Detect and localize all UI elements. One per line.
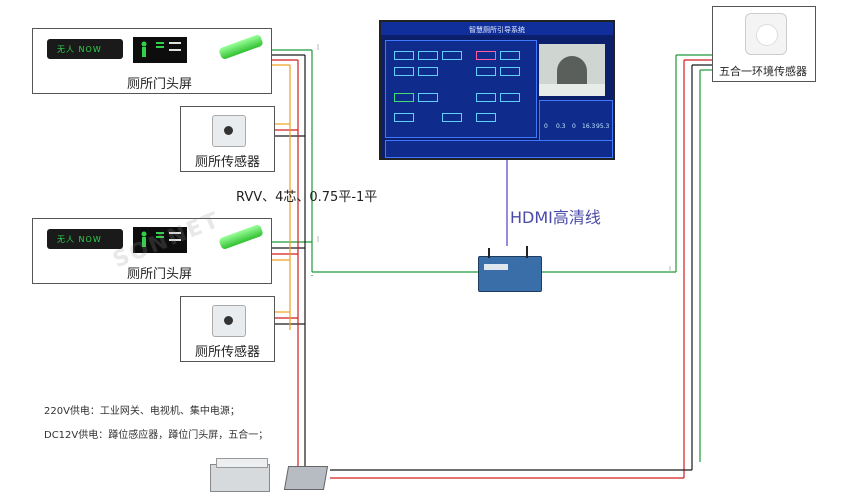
industrial-gateway <box>478 246 542 292</box>
screen-top-bar <box>381 22 613 35</box>
toilet-sensor-box-1: 厕所传感器 <box>180 106 275 172</box>
led-strip-2 <box>218 223 264 251</box>
stats-panel: 0 0.3 0 16.3 95.3 <box>539 100 613 142</box>
wires-door-screen-1 <box>272 49 312 66</box>
door-display-2: 无人 NOW <box>47 229 123 249</box>
door-sign-2 <box>133 227 187 253</box>
hdmi-label: HDMI高清线 <box>510 208 601 227</box>
switching-power-supply <box>283 462 329 490</box>
door-screen-2-label: 厕所门头屏 <box>127 267 193 282</box>
stat-3: 0 <box>572 123 576 130</box>
toilet-sensor-box-2: 厕所传感器 <box>180 296 275 362</box>
bottom-info-panel <box>385 140 613 158</box>
stat-1: 0 <box>544 123 548 130</box>
power-supply-box <box>210 458 272 494</box>
stat-4: 16.3 <box>582 123 596 130</box>
right-vertical-bus <box>675 54 712 478</box>
door-display-1: 无人 NOW <box>47 39 123 59</box>
env-sensor-box: 五合一环境传感器 <box>712 6 816 82</box>
door-screen-box-1: 无人 NOW 厕所门头屏 <box>32 28 272 94</box>
door-sign-1 <box>133 37 187 63</box>
toilet-sensor-1-label: 厕所传感器 <box>195 155 261 170</box>
wire-ticks <box>317 44 671 272</box>
stat-5: 95.3 <box>596 123 610 130</box>
guidance-system-screen: 智慧厕所引导系统 0 0.3 0 16.3 95.3 <box>379 20 615 160</box>
camera-view <box>539 44 605 96</box>
door-display-2-text: 无人 NOW <box>57 235 102 244</box>
wires-door-screen-2 <box>272 241 312 261</box>
toilet-sensor-2-label: 厕所传感器 <box>195 345 261 360</box>
door-display-1-text: 无人 NOW <box>57 45 102 54</box>
stat-2: 0.3 <box>556 123 566 130</box>
floor-map-panel <box>385 40 537 138</box>
led-strip-1 <box>218 33 264 61</box>
env-sensor-device <box>745 13 787 55</box>
toilet-sensor-2-device <box>212 305 246 337</box>
bottom-power-lines <box>298 469 692 479</box>
door-screen-1-label: 厕所门头屏 <box>127 77 193 92</box>
screen-title: 智慧厕所引导系统 <box>469 26 525 34</box>
env-sensor-label: 五合一环境传感器 <box>719 65 807 78</box>
left-vertical-bus <box>289 50 313 478</box>
power-220v-note: 220V供电：工业网关、电视机、集中电源； <box>44 406 240 417</box>
power-dc12v-note: DC12V供电：蹲位感应器，蹲位门头屏，五合一； <box>44 430 269 441</box>
cable-spec-label: RVV、4芯、0.75平-1平 <box>236 190 378 205</box>
toilet-sensor-1-device <box>212 115 246 147</box>
horizontal-bus <box>311 271 676 276</box>
door-screen-box-2: 无人 NOW 厕所门头屏 <box>32 218 272 284</box>
